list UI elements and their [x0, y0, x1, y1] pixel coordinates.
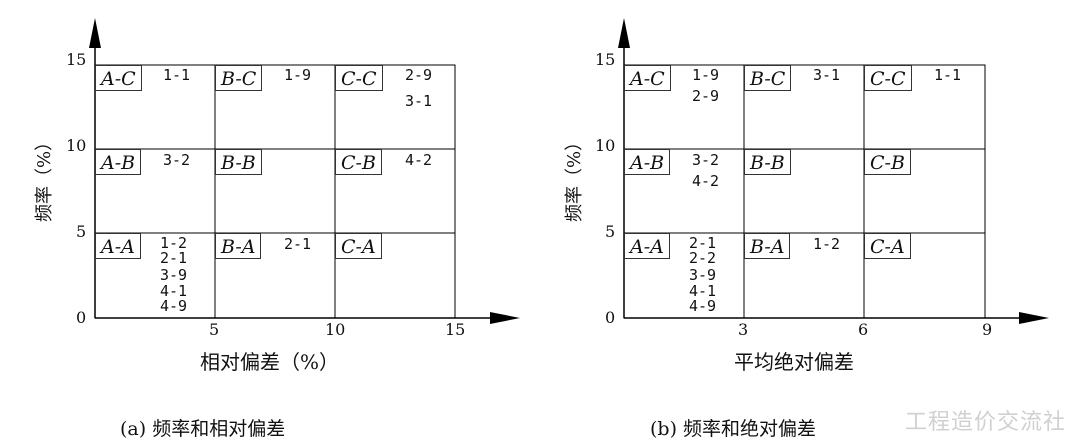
cell-values: 4-1 — [160, 282, 188, 300]
cell-values: 2-9 — [405, 66, 433, 84]
cell-values: 1-9 — [284, 66, 312, 84]
x-tick: 9 — [982, 320, 993, 339]
cell-values: 2-2 — [689, 249, 717, 267]
cell-label: B-B — [215, 149, 262, 175]
x-tick: 15 — [445, 320, 466, 339]
cell-values: 3-1 — [405, 92, 433, 110]
y-tick: 0 — [605, 308, 616, 327]
caption: (b) 频率和绝对偏差 — [650, 418, 817, 440]
cell-label: B-A — [215, 233, 262, 259]
x-tick: 5 — [209, 320, 220, 339]
cell-label: B-C — [215, 65, 263, 91]
cell-label: B-A — [744, 233, 791, 259]
y-tick: 5 — [76, 222, 87, 241]
cell-values: 3-2 — [163, 151, 191, 169]
cell-values: 1-9 — [692, 66, 720, 84]
y-tick: 5 — [605, 222, 616, 241]
cell-values: 1-1 — [163, 66, 191, 84]
y-tick: 15 — [595, 50, 616, 69]
y-axis-label: 频率（%） — [564, 132, 585, 222]
cell-label: C-B — [335, 149, 382, 175]
cell-values: 2-1 — [160, 249, 188, 267]
y-tick: 15 — [66, 50, 87, 69]
y-tick: 10 — [595, 136, 616, 155]
cell-values: 1-1 — [934, 66, 962, 84]
panel-a-axes — [89, 18, 520, 324]
x-axis-label: 相对偏差（%） — [200, 350, 340, 374]
caption: (a) 频率和相对偏差 — [120, 418, 286, 440]
cell-values: 4-2 — [405, 151, 433, 169]
y-axis-label: 频率（%） — [34, 132, 55, 222]
cell-label: A-C — [95, 65, 142, 91]
cell-values: 2-1 — [689, 234, 717, 252]
watermark: 工程造价交流社 — [904, 410, 1066, 435]
cell-label: A-A — [624, 233, 670, 259]
x-axis-label: 平均绝对偏差 — [734, 350, 854, 374]
panel-b: 15 10 5 0 3 6 9 频率（%） 平均绝对偏差 (b) 频率和绝对偏差… — [540, 0, 1078, 444]
cell-values: 4-9 — [160, 297, 188, 315]
cell-values: 2-1 — [284, 235, 312, 253]
cell-values: 3-1 — [813, 66, 841, 84]
panel-b-axes — [618, 18, 1049, 324]
cell-label: C-A — [864, 233, 911, 259]
x-tick: 10 — [325, 320, 346, 339]
cell-values: 2-9 — [692, 87, 720, 105]
cell-values: 3-2 — [692, 151, 720, 169]
cell-label: C-C — [864, 65, 912, 91]
cell-values: 4-1 — [689, 282, 717, 300]
x-tick: 3 — [738, 320, 749, 339]
cell-label: A-A — [95, 233, 141, 259]
cell-values: 1-2 — [813, 235, 841, 253]
cell-label: C-B — [864, 149, 911, 175]
cell-values: 3-9 — [689, 266, 717, 284]
y-tick: 10 — [66, 136, 87, 155]
x-tick: 6 — [858, 320, 869, 339]
cell-label: B-B — [744, 149, 791, 175]
cell-values: 4-2 — [692, 172, 720, 190]
cell-label: A-B — [95, 149, 142, 175]
cell-values: 1-2 — [160, 234, 188, 252]
cell-values: 4-9 — [689, 297, 717, 315]
cell-label: A-B — [624, 149, 671, 175]
cell-label: C-C — [335, 65, 383, 91]
cell-values: 3-9 — [160, 266, 188, 284]
panel-a: 15 10 5 0 5 10 15 频率（%） 相对偏差（%） (a) 频率和相… — [34, 18, 520, 440]
cell-label: C-A — [335, 233, 382, 259]
cell-label: B-C — [744, 65, 792, 91]
y-tick: 0 — [76, 308, 87, 327]
cell-label: A-C — [624, 65, 671, 91]
